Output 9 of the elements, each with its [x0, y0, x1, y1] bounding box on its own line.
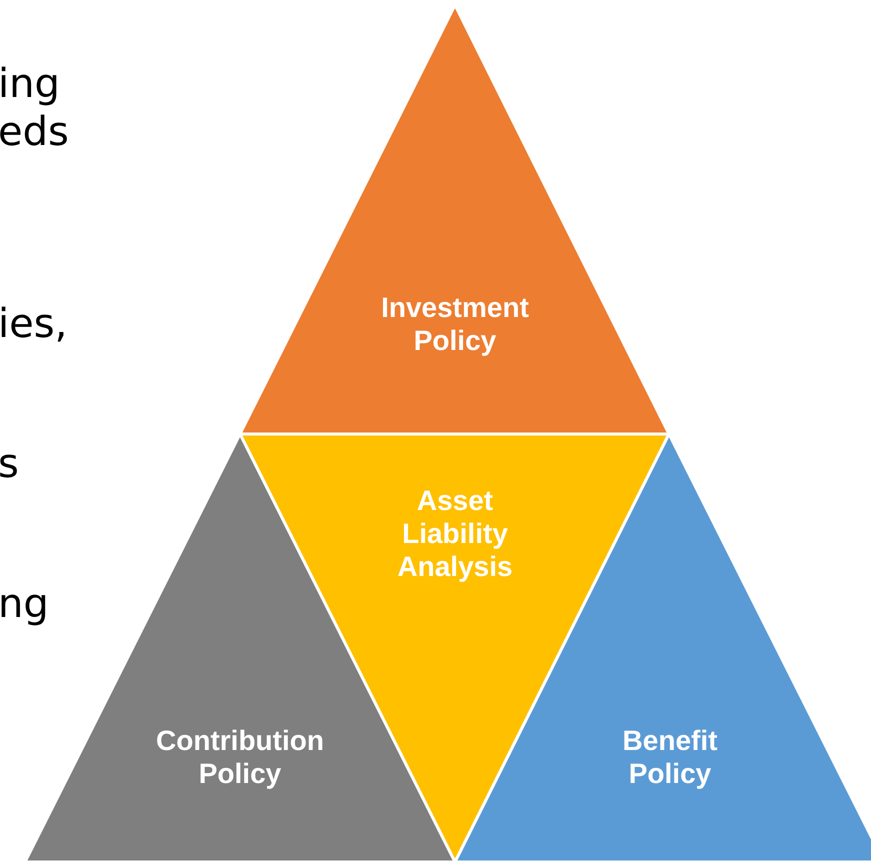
text-fragment: eds	[0, 110, 69, 154]
text-fragment: ies,	[0, 302, 68, 346]
text-fragment: ing	[0, 62, 60, 106]
segment-label: Investment Policy	[380, 291, 530, 357]
text-fragment: s	[0, 442, 19, 486]
segment-label: Asset Liability Analysis	[396, 484, 514, 583]
segment-label: Benefit Policy	[622, 724, 718, 790]
segment-label: Contribution Policy	[155, 724, 325, 790]
text-fragment: ng	[0, 582, 49, 626]
